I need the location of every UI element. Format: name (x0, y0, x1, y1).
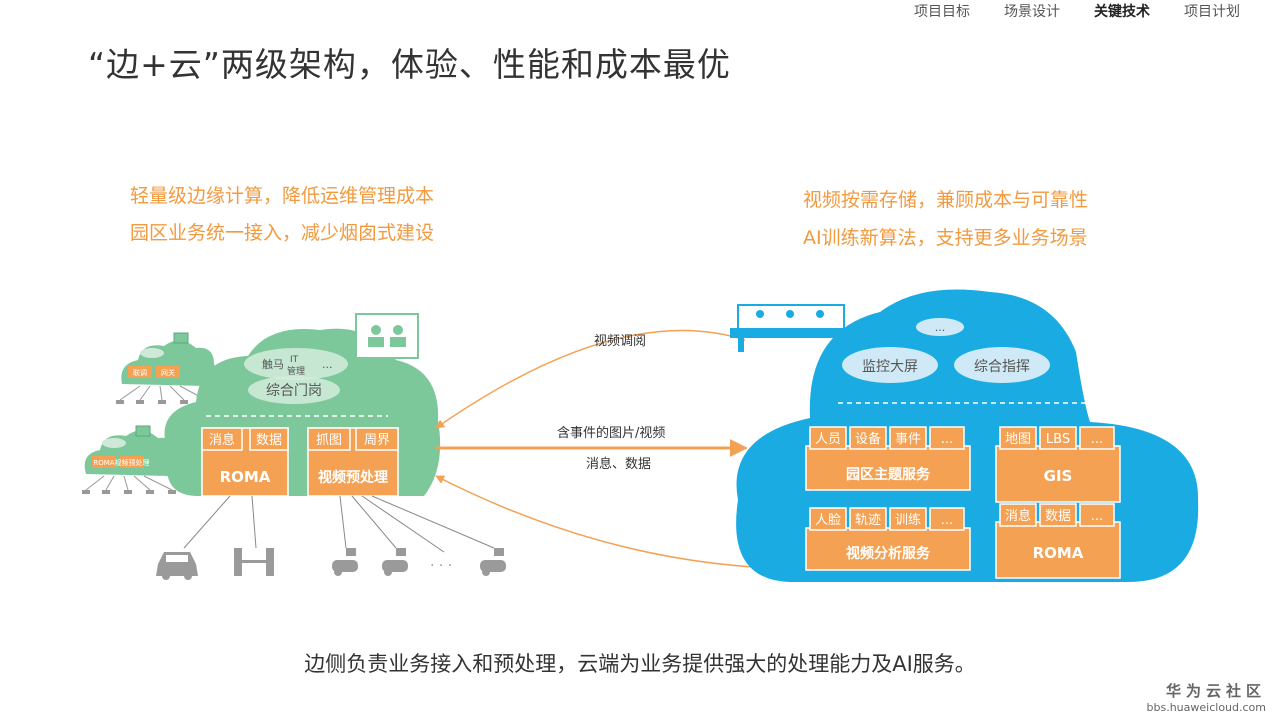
cloud-roma-tag: 数据 (1045, 509, 1071, 524)
nav-item-goal[interactable]: 项目目标 (914, 4, 970, 20)
video-review-label: 视频调阅 (594, 334, 646, 349)
cloud-park-tag: ... (941, 432, 953, 447)
edge-bubble-label: 触马 (262, 357, 284, 371)
edge-feature-1: 轻量级边缘计算，降低运维管理成本 (130, 185, 435, 207)
cloud-roma-tag: 消息 (1005, 508, 1031, 524)
cloud-top-ellipsis: ... (935, 321, 946, 334)
cloud-gis-tag: ... (1091, 432, 1103, 447)
edge-feature-2: 园区业务统一接入，减少烟囱式建设 (130, 222, 435, 244)
camera-icon (332, 548, 358, 576)
edge-video-tag: 周界 (364, 433, 390, 448)
mini-tag: 网关 (161, 368, 175, 377)
mini-edge-node-2: ROMA 视频预处理 (84, 425, 179, 476)
monitor-screen-icon (355, 313, 419, 359)
events-line2-label: 消息、数据 (586, 456, 651, 472)
cloud-park-tag: 人员 (815, 432, 841, 447)
cloud-video-tag: 轨迹 (855, 513, 881, 528)
events-line1-label: 含事件的图片/视频 (557, 425, 665, 441)
data-flow-arrows (435, 329, 771, 569)
edge-roma-label: ROMA (220, 468, 271, 486)
cloud-park-tag: 事件 (895, 432, 921, 447)
cloud-gis-tag: 地图 (1005, 432, 1031, 447)
edge-device-lines (183, 495, 495, 553)
cloud-screen-label: 监控大屏 (862, 359, 918, 375)
cloud-gis-tag: LBS (1046, 432, 1070, 447)
car-icon (156, 552, 198, 580)
brand-url: bbs.huaweicloud.com (1146, 701, 1266, 714)
device-ellipsis: · · · (430, 558, 452, 574)
brand-watermark: 华为云社区 bbs.huaweicloud.com (1147, 680, 1266, 714)
cloud-park-tag: 设备 (855, 431, 881, 447)
cloud-video-tag: ... (941, 513, 953, 528)
cloud-gis-label: GIS (1044, 467, 1073, 485)
edge-portal-label: 综合门岗 (266, 383, 322, 399)
edge-bubble-label: IT (290, 355, 299, 365)
cloud-feature-1: 视频按需存储，兼顾成本与可靠性 (803, 189, 1089, 211)
brand-name: 华为云社区 (1165, 682, 1266, 700)
edge-video-tag: 抓图 (316, 433, 342, 448)
edge-roma-tag: 数据 (256, 433, 282, 448)
cloud-roma-tag: ... (1091, 509, 1103, 524)
cloud-video-tag: 人脸 (815, 513, 841, 528)
edge-video-label: 视频预处理 (318, 469, 388, 486)
gate-barrier-icon (234, 548, 274, 576)
nav-item-scenario[interactable]: 场景设计 (1004, 4, 1060, 20)
cloud-video-tag: 训练 (895, 513, 921, 528)
video-wall-icon (730, 304, 850, 352)
nav-item-plan[interactable]: 项目计划 (1184, 4, 1240, 20)
camera-icon (382, 548, 408, 576)
edge-bubble-label: ... (322, 358, 333, 371)
cloud-park-label: 园区主题服务 (846, 466, 931, 483)
cloud-roma-label: ROMA (1033, 544, 1084, 562)
mini-tag: 视频预处理 (115, 458, 150, 467)
mini-tag: 联调 (133, 368, 147, 377)
cloud-feature-2: AI训练新算法，支持更多业务场景 (803, 227, 1088, 249)
edge-cloud: 触马 IT 管理 ... 综合门岗 消息 数据 ROMA 抓图 周界 视频预处理 (164, 313, 441, 497)
cloud-platform: ... 监控大屏 综合指挥 人员 设备 事件 ... 园区主题服务 地图 LBS… (730, 289, 1199, 582)
mini-tag: ROMA (93, 459, 114, 467)
page-title: “边+云”两级架构，体验、性能和成本最优 (88, 45, 731, 84)
cloud-screen-label: 综合指挥 (974, 359, 1030, 375)
edge-bubble-label: 管理 (287, 365, 305, 377)
top-nav: 项目目标 场景设计 关键技术 项目计划 (914, 0, 1240, 22)
bottom-caption: 边侧负责业务接入和预处理，云端为业务提供强大的处理能力及AI服务。 (304, 652, 976, 676)
nav-item-key-tech[interactable]: 关键技术 (1094, 4, 1150, 20)
cloud-video-label: 视频分析服务 (846, 545, 931, 562)
camera-icon (480, 548, 506, 576)
mini-edge-node-1: 联调 网关 (121, 332, 217, 386)
edge-roma-tag: 消息 (209, 432, 235, 448)
